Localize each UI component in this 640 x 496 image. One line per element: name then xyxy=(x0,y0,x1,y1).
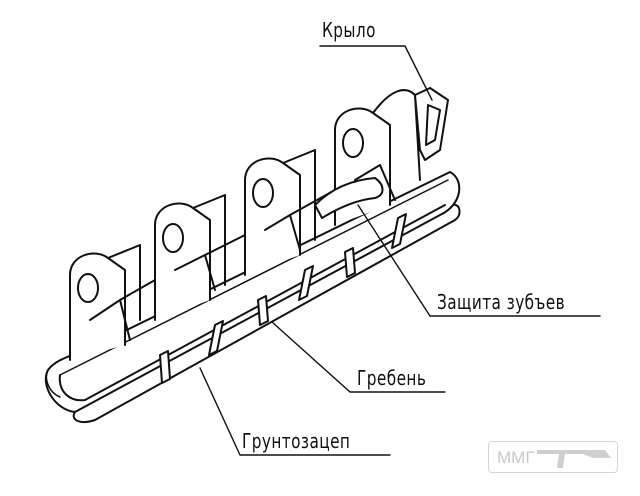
label-tooth-guard: Защита зубъев xyxy=(437,290,566,314)
tooth-guard xyxy=(314,177,384,219)
watermark-text: ММГ xyxy=(497,448,535,467)
rifle-icon xyxy=(537,450,611,468)
leader-lines xyxy=(199,45,601,456)
label-ridge: Гребень xyxy=(357,366,427,390)
watermark-logo: ММГ xyxy=(488,441,618,473)
link-body xyxy=(44,171,461,423)
label-wing: Крыло xyxy=(322,18,376,42)
grousers xyxy=(159,213,407,384)
wing xyxy=(414,87,449,161)
label-grouser: Грунтозацеп xyxy=(242,429,351,453)
